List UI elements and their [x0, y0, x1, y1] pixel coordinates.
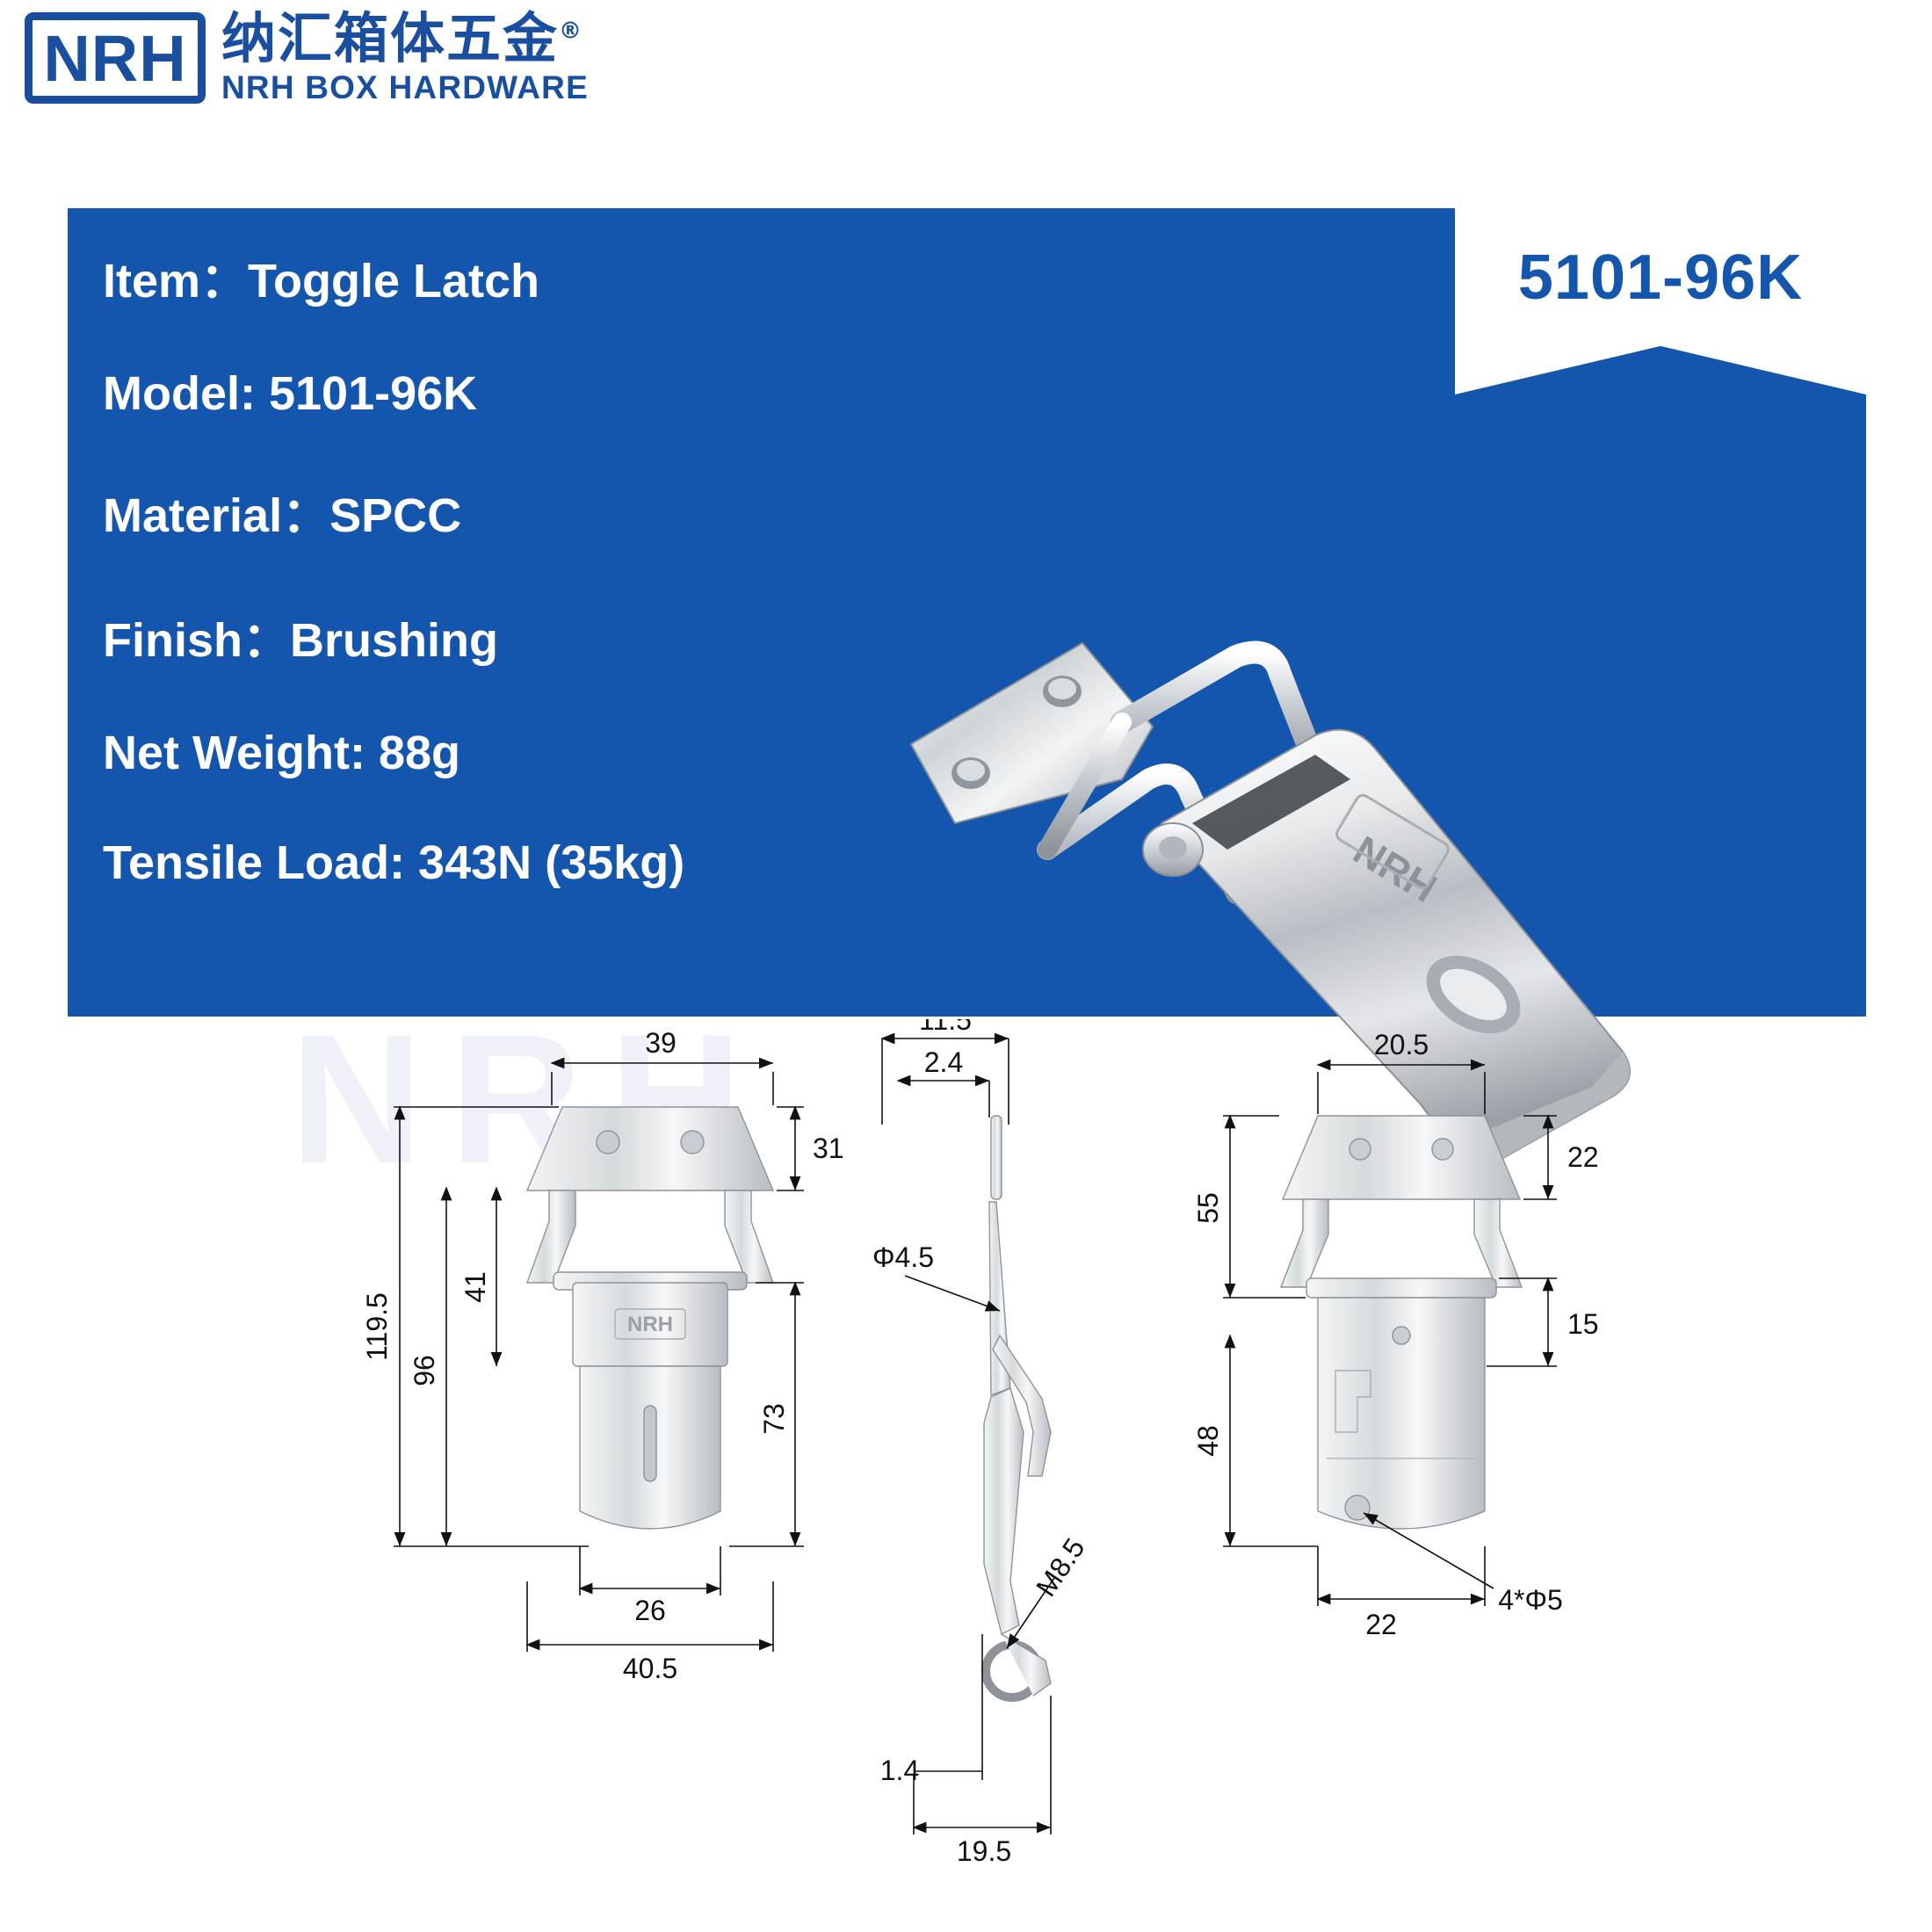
dim-2-4: 2.4 — [924, 1046, 963, 1078]
spec-row-net-weight: Net Weight: 88g — [103, 727, 461, 779]
spec-row-material: Material：SPCC — [103, 489, 462, 542]
dim-73: 73 — [758, 1403, 790, 1435]
spec-panel: 5101-96K Item：Toggle Latch Model: 5101-9… — [68, 208, 1866, 1175]
dim-19-5: 19.5 — [957, 1835, 1011, 1867]
side-view-drawing: 11.5 2.4 Φ4.5 M8.5 1.4 19.5 — [872, 1019, 1091, 1867]
dim-26: 26 — [634, 1595, 666, 1626]
dim-40-5: 40.5 — [623, 1653, 677, 1684]
logo-chinese-name: 纳汇箱体五金® — [221, 6, 584, 71]
front-view-drawing: NRH 39 31 41 119.5 96 73 26 — [361, 1027, 844, 1684]
dim-m8-5: M8.5 — [1030, 1532, 1091, 1602]
dim-31: 31 — [813, 1132, 844, 1164]
logo-mark: NRH — [25, 12, 206, 104]
dim-phi-4-5: Φ4.5 — [872, 1241, 934, 1273]
lever-body: NRH — [1160, 728, 1631, 1175]
dim-20-5: 20.5 — [1374, 1029, 1429, 1060]
pivot-rivet — [1142, 822, 1204, 877]
product-photo: NRH — [909, 640, 1631, 1175]
dim-22-bottom: 22 — [1365, 1609, 1397, 1640]
svg-text:NRH: NRH — [627, 1313, 673, 1336]
model-ribbon: 5101-96K — [1455, 208, 1866, 394]
back-view-drawing: 20.5 22 55 15 48 22 4*Φ5 — [1192, 1029, 1599, 1640]
spec-row-item: Item：Toggle Latch — [103, 255, 540, 308]
dim-55: 55 — [1192, 1192, 1224, 1224]
dim-15: 15 — [1567, 1308, 1599, 1340]
logo-text-block: 纳汇箱体五金® NRH BOX HARDWARE — [221, 6, 589, 105]
spec-row-finish: Finish：Brushing — [103, 614, 498, 667]
dim-1-4: 1.4 — [880, 1755, 919, 1786]
drawings-svg: NRH 39 31 41 119.5 96 73 26 — [361, 1019, 1599, 1867]
dim-96: 96 — [409, 1355, 440, 1386]
spec-row-tensile: Tensile Load: 343N (35kg) — [103, 836, 685, 889]
brand-logo: NRH 纳汇箱体五金® NRH BOX HARDWARE — [25, 6, 589, 105]
registered-mark: ® — [559, 18, 584, 45]
spec-list: Item：Toggle Latch Model: 5101-96K Materi… — [103, 233, 894, 945]
dim-48: 48 — [1192, 1425, 1224, 1457]
technical-drawings: NRH 39 31 41 119.5 96 73 26 — [0, 1019, 1932, 1932]
logo-abbr: NRH — [43, 21, 187, 95]
dim-119-5: 119.5 — [361, 1292, 393, 1361]
dim-4-phi-5: 4*Φ5 — [1498, 1584, 1563, 1616]
dim-39: 39 — [645, 1027, 677, 1059]
dim-22-top: 22 — [1567, 1141, 1599, 1173]
dim-11-5: 11.5 — [919, 1019, 972, 1036]
dim-41: 41 — [459, 1271, 491, 1303]
spec-row-model: Model: 5101-96K — [103, 367, 478, 420]
ribbon-model-label: 5101-96K — [1517, 242, 1804, 313]
logo-english-name: NRH BOX HARDWARE — [221, 69, 589, 105]
